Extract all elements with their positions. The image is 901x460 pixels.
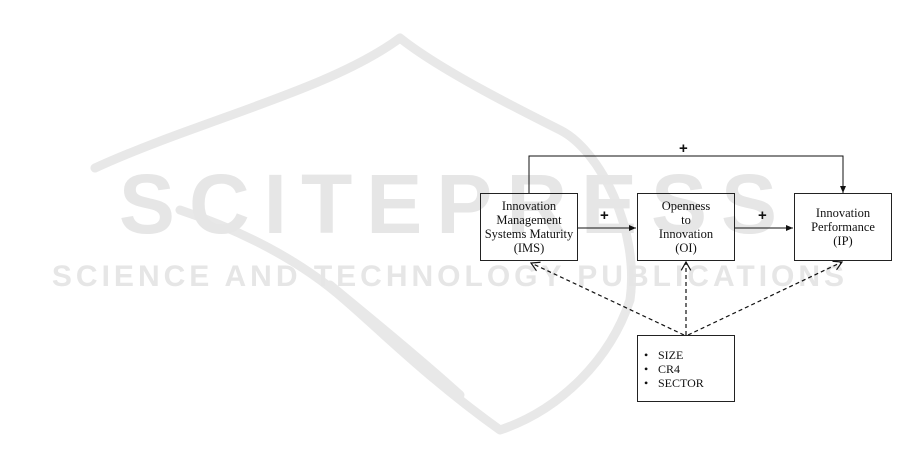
sign-ims-ip: + xyxy=(679,141,688,156)
control-item-label: SIZE xyxy=(658,348,683,362)
bullet-icon: • xyxy=(644,376,658,390)
control-item-label: CR4 xyxy=(658,362,680,376)
controls-list: • SIZE • CR4 • SECTOR xyxy=(644,348,734,390)
node-oi: Openness to Innovation (OI) xyxy=(637,193,735,261)
arrow-ims-to-ip xyxy=(529,156,843,193)
control-item: • CR4 xyxy=(644,362,734,376)
sign-ims-oi: + xyxy=(600,208,609,223)
bullet-icon: • xyxy=(644,348,658,362)
control-arrow-to-ip xyxy=(688,262,842,335)
control-item-label: SECTOR xyxy=(658,376,704,390)
node-oi-label: Openness to Innovation (OI) xyxy=(659,199,713,255)
node-ip-label: Innovation Performance (IP) xyxy=(811,206,875,248)
node-ims: Innovation Management Systems Maturity (… xyxy=(480,193,578,261)
controls-box: • SIZE • CR4 • SECTOR xyxy=(637,335,735,402)
control-item: • SIZE xyxy=(644,348,734,362)
control-arrow-to-ims xyxy=(531,263,684,335)
sign-oi-ip: + xyxy=(758,208,767,223)
node-ip: Innovation Performance (IP) xyxy=(794,193,892,261)
control-item: • SECTOR xyxy=(644,376,734,390)
bullet-icon: • xyxy=(644,362,658,376)
node-ims-label: Innovation Management Systems Maturity (… xyxy=(485,199,574,255)
